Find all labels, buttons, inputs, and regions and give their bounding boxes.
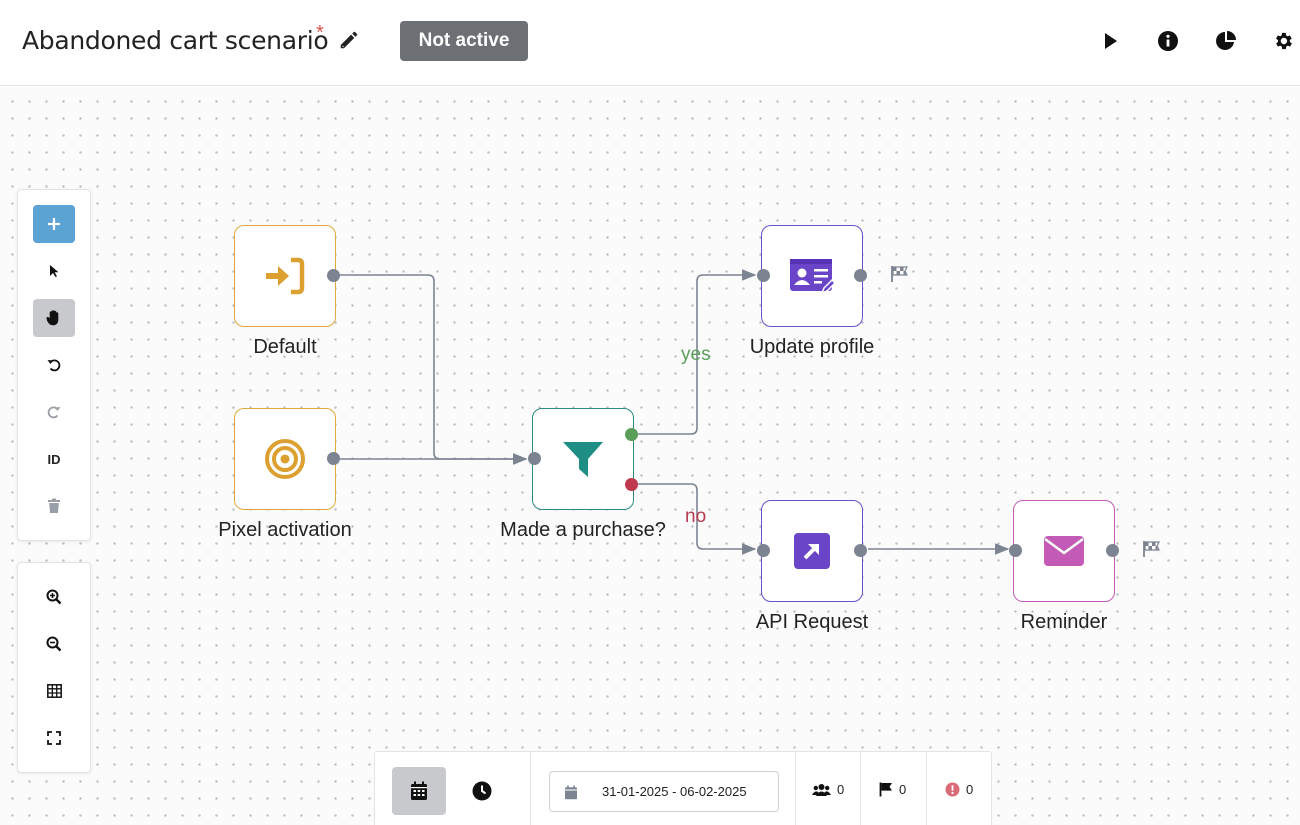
errors-stat: 0 xyxy=(945,782,973,797)
output-port[interactable] xyxy=(327,452,340,465)
node-label-made-a-purchase: Made a purchase? xyxy=(500,519,666,541)
sign-in-icon xyxy=(266,257,305,295)
node-api-request[interactable] xyxy=(757,500,867,602)
hand-icon xyxy=(46,310,59,326)
users-count: 0 xyxy=(837,782,845,797)
zoom-in-icon xyxy=(46,589,62,605)
filter-icon xyxy=(563,442,603,477)
date-range-value: 31-01-2025 - 06-02-2025 xyxy=(602,784,747,799)
users-icon xyxy=(812,783,831,796)
edit-toolbar: ID xyxy=(17,189,91,541)
users-stat: 0 xyxy=(812,782,844,797)
zoom-out-button[interactable] xyxy=(33,625,75,663)
show-ids-button[interactable]: ID xyxy=(47,451,61,467)
redo-button[interactable] xyxy=(33,393,75,431)
id-card-edit-icon xyxy=(790,259,836,295)
realtime-view-button[interactable] xyxy=(455,767,509,815)
trash-icon xyxy=(48,498,60,513)
input-port[interactable] xyxy=(757,269,770,282)
clock-icon xyxy=(472,781,492,801)
error-icon xyxy=(945,782,960,797)
info-icon xyxy=(1158,31,1178,51)
expand-icon xyxy=(47,731,61,745)
gear-icon xyxy=(1276,32,1292,50)
redo-icon xyxy=(47,406,61,419)
plus-icon xyxy=(48,218,60,230)
calendar-view-button[interactable] xyxy=(392,767,446,815)
target-icon xyxy=(265,439,305,479)
run-button[interactable] xyxy=(1098,29,1122,53)
node-default[interactable] xyxy=(234,225,340,327)
zoom-out-icon xyxy=(46,636,62,652)
stats-bar: 31-01-2025 - 06-02-2025 0 0 0 xyxy=(374,751,992,825)
node-pixel-activation[interactable] xyxy=(234,408,340,510)
node-label-update-profile: Update profile xyxy=(749,336,875,358)
output-port[interactable] xyxy=(1106,544,1119,557)
grid-icon xyxy=(46,684,62,698)
branch-label-yes: yes xyxy=(681,344,711,365)
node-label-default: Default xyxy=(253,336,317,358)
undo-button[interactable] xyxy=(33,346,75,384)
envelope-icon xyxy=(1044,536,1084,566)
output-port[interactable] xyxy=(854,544,867,557)
yes-port[interactable] xyxy=(625,428,638,441)
input-port[interactable] xyxy=(528,452,541,465)
node-reminder[interactable] xyxy=(1009,500,1119,602)
node-label-api-request: API Request xyxy=(755,611,869,633)
grid-toggle-button[interactable] xyxy=(33,672,75,710)
play-icon xyxy=(1105,33,1117,49)
header: Abandoned cart scenario * Not active xyxy=(0,0,1300,86)
workflow-canvas[interactable] xyxy=(0,87,1300,825)
add-node-button[interactable] xyxy=(33,205,75,243)
page-title: Abandoned cart scenario xyxy=(22,26,329,55)
input-port[interactable] xyxy=(757,544,770,557)
calendar-icon xyxy=(565,785,577,800)
input-port[interactable] xyxy=(1009,544,1022,557)
statistics-button[interactable] xyxy=(1214,29,1238,53)
finished-stat: 0 xyxy=(879,782,906,797)
external-link-icon xyxy=(794,533,830,569)
status-badge: Not active xyxy=(400,21,528,61)
settings-button[interactable] xyxy=(1271,29,1295,53)
output-port[interactable] xyxy=(854,269,867,282)
view-toolbar xyxy=(17,562,91,773)
undo-icon xyxy=(47,359,61,372)
delete-button[interactable] xyxy=(33,487,75,525)
cursor-icon xyxy=(50,265,59,277)
fit-view-button[interactable] xyxy=(33,719,75,757)
finished-count: 0 xyxy=(899,782,907,797)
zoom-in-button[interactable] xyxy=(33,578,75,616)
branch-label-no: no xyxy=(685,506,707,527)
finish-flag-icon xyxy=(1143,541,1160,557)
calendar-icon xyxy=(411,781,427,800)
pan-tool-button[interactable] xyxy=(33,299,75,337)
pie-chart-icon xyxy=(1216,31,1236,50)
errors-count: 0 xyxy=(966,782,974,797)
pencil-icon[interactable] xyxy=(338,29,360,51)
select-tool-button[interactable] xyxy=(33,252,75,290)
info-button[interactable] xyxy=(1156,29,1180,53)
node-made-a-purchase[interactable] xyxy=(528,408,638,510)
node-label-reminder: Reminder xyxy=(1020,611,1108,633)
no-port[interactable] xyxy=(625,478,638,491)
output-port[interactable] xyxy=(327,269,340,282)
unsaved-marker: * xyxy=(316,22,324,44)
finish-flag-icon xyxy=(891,266,908,282)
flag-icon xyxy=(879,782,892,797)
node-label-pixel-activation: Pixel activation xyxy=(218,519,352,541)
date-range-picker[interactable]: 31-01-2025 - 06-02-2025 xyxy=(549,771,779,812)
node-update-profile[interactable] xyxy=(757,225,867,327)
